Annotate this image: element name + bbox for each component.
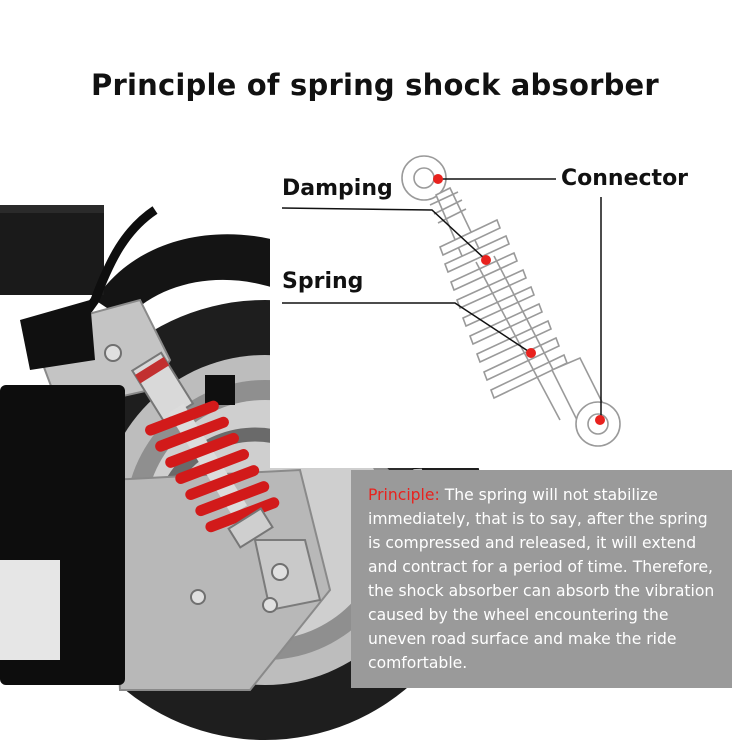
spring-dot xyxy=(526,348,536,358)
connector-label: Connector xyxy=(561,166,689,191)
seat-cushion xyxy=(0,205,104,295)
leader-lines xyxy=(281,178,602,420)
marker-dots xyxy=(433,174,605,425)
principle-text: The spring will not stabilize immediatel… xyxy=(368,486,715,672)
principle-paragraph: Principle: The spring will not stabilize… xyxy=(368,483,718,675)
connector-bottom-dot xyxy=(595,415,605,425)
shock-absorber-outline xyxy=(401,155,621,447)
page-title: Principle of spring shock absorber xyxy=(91,68,659,102)
damping-leader xyxy=(281,207,487,261)
connector-top-dot xyxy=(433,174,443,184)
principle-heading: Principle: xyxy=(368,486,440,504)
damping-label: Damping xyxy=(282,176,393,201)
principle-panel: Principle: The spring will not stabilize… xyxy=(351,470,732,688)
photo-shock-absorber xyxy=(130,351,280,549)
cable xyxy=(66,206,158,338)
damping-dot xyxy=(481,255,491,265)
spring-label: Spring xyxy=(282,269,364,294)
photo-red-spring xyxy=(145,400,280,533)
spring-leader xyxy=(282,302,532,354)
spring-coils xyxy=(438,218,569,400)
